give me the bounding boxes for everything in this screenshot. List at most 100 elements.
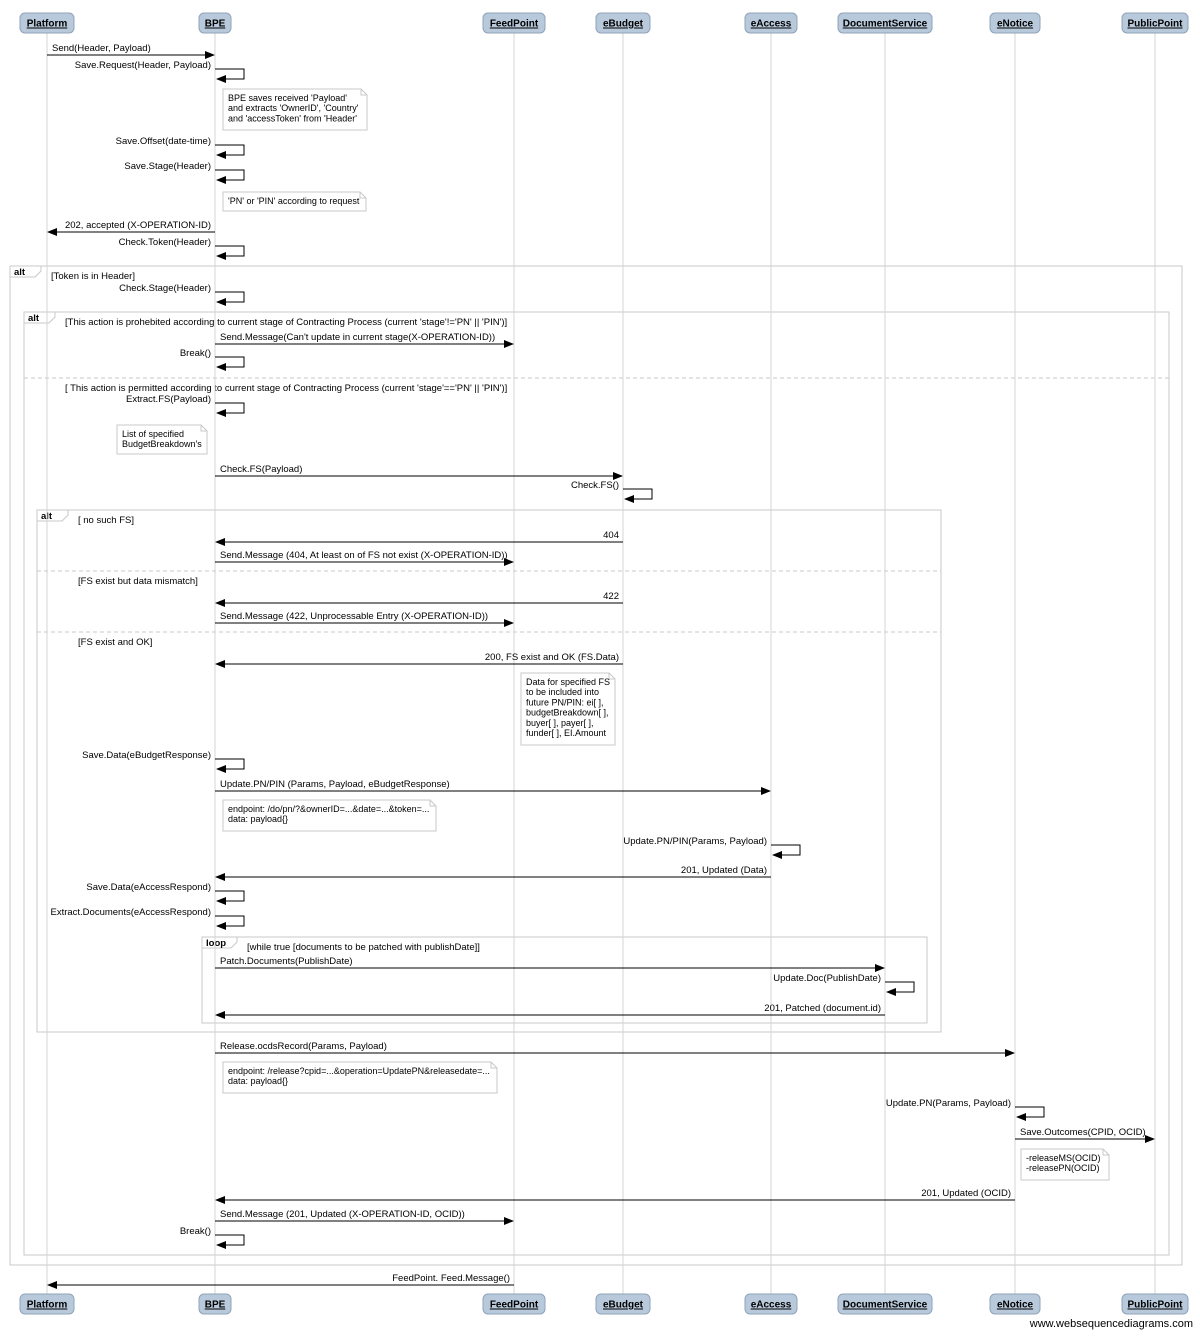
frame-border: [23, 311, 1170, 1256]
message-3: Save.Stage(Header): [124, 161, 245, 184]
message-label: Check.Token(Header): [119, 237, 211, 248]
self-message-arrow: [623, 488, 653, 503]
frame-border: [36, 509, 942, 1033]
self-message-arrow: [215, 890, 245, 905]
participant-docservice-top: DocumentService: [837, 12, 933, 34]
participant-publicpoint-bottom: PublicPoint: [1121, 1293, 1189, 1315]
message-32: FeedPoint. Feed.Message(): [47, 1273, 514, 1289]
message-label: Send.Message (422, Unprocessable Entry (…: [220, 611, 488, 622]
message-label: Update.PN(Params, Payload): [886, 1098, 1011, 1109]
frame-type-label: alt: [28, 313, 40, 324]
message-label: Patch.Documents(PublishDate): [220, 956, 353, 967]
note-line: endpoint: /release?cpid=...&operation=Up…: [228, 1066, 490, 1076]
participant-label: Platform: [27, 19, 68, 30]
participant-box: [837, 12, 933, 34]
participant-box: [595, 12, 651, 34]
participant-box: [989, 1293, 1041, 1315]
note-line: and extracts 'OwnerID', 'Country': [228, 103, 359, 113]
frame-condition: [while true [documents to be patched wit…: [247, 942, 480, 953]
message-5: Check.Token(Header): [119, 237, 245, 260]
frame-condition: [Token is in Header]: [51, 271, 135, 282]
message-22: Extract.Documents(eAccessRespond): [50, 907, 245, 930]
message-6: Check.Stage(Header): [119, 283, 245, 306]
participant-label: PublicPoint: [1128, 1300, 1184, 1311]
note-fold: [490, 1062, 497, 1069]
message-0: Send(Header, Payload): [47, 43, 215, 59]
participant-box: [198, 12, 232, 34]
note-5: endpoint: /release?cpid=...&operation=Up…: [222, 1061, 498, 1094]
frame-tag: [201, 936, 238, 949]
frame-tag: [36, 509, 69, 522]
footer-watermark: www.websequencediagrams.com: [1029, 1318, 1193, 1330]
participant-box: [482, 12, 546, 34]
message-label: Release.ocdsRecord(Params, Payload): [220, 1041, 387, 1052]
message-label: 422: [603, 591, 619, 602]
message-label: 201, Patched (document.id): [764, 1003, 881, 1014]
message-13: Send.Message (404, At least on of FS not…: [215, 550, 514, 566]
self-message-arrow: [215, 915, 245, 930]
participant-bpe-top: BPE: [198, 12, 232, 34]
self-message-arrow: [771, 844, 801, 859]
participant-label: eNotice: [997, 19, 1034, 30]
message-label: 404: [603, 530, 619, 541]
message-23: Patch.Documents(PublishDate): [215, 956, 885, 972]
participant-ebudget-top: eBudget: [595, 12, 651, 34]
message-18: Update.PN/PIN (Params, Payload, eBudgetR…: [215, 779, 771, 795]
participant-eaccess-bottom: eAccess: [744, 1293, 798, 1315]
message-19: Update.PN/PIN(Params, Payload): [623, 836, 801, 859]
participant-label: FeedPoint: [490, 1300, 539, 1311]
self-message-arrow: [885, 981, 915, 996]
frame-alt-2: alt[ no such FS][FS exist but data misma…: [36, 509, 942, 1033]
participant-box: [1121, 12, 1189, 34]
note-line: future PN/PIN: ei[ ],: [526, 697, 604, 707]
self-message-arrow: [1015, 1106, 1045, 1121]
participant-box: [837, 1293, 933, 1315]
note-box: [222, 1061, 498, 1094]
participant-label: Platform: [27, 1300, 68, 1311]
message-27: Update.PN(Params, Payload): [886, 1098, 1045, 1121]
message-label: Update.PN/PIN(Params, Payload): [623, 836, 767, 847]
message-24: Update.Doc(PublishDate): [773, 973, 915, 996]
note-line: BudgetBreakdown's: [122, 439, 202, 449]
message-label: 201, Updated (OCID): [921, 1188, 1011, 1199]
note-1: 'PN' or 'PIN' according to request: [222, 191, 367, 212]
participant-box: [198, 1293, 232, 1315]
note-fold: [359, 192, 366, 199]
participant-label: DocumentService: [843, 1300, 928, 1311]
participant-ebudget-bottom: eBudget: [595, 1293, 651, 1315]
participant-label: BPE: [205, 1300, 226, 1311]
frame-condition: [ This action is permitted according to …: [65, 383, 507, 394]
participant-label: eBudget: [603, 1300, 644, 1311]
note-box: [1020, 1148, 1110, 1181]
participant-box: [19, 1293, 75, 1315]
participant-enotice-top: eNotice: [989, 12, 1041, 34]
note-line: data: payload{}: [228, 814, 288, 824]
message-label: 200, FS exist and OK (FS.Data): [485, 652, 619, 663]
participant-platform-top: Platform: [19, 12, 75, 34]
note-0: BPE saves received 'Payload'and extracts…: [222, 88, 368, 131]
participant-platform-bottom: Platform: [19, 1293, 75, 1315]
note-line: -releaseMS(OCID): [1026, 1153, 1101, 1163]
participant-box: [744, 12, 798, 34]
participant-feedpoint-top: FeedPoint: [482, 12, 546, 34]
message-label: Check.Stage(Header): [119, 283, 211, 294]
message-label: Break(): [180, 1226, 211, 1237]
participant-label: BPE: [205, 19, 226, 30]
participant-eaccess-top: eAccess: [744, 12, 798, 34]
frame-loop-3: loop[while true [documents to be patched…: [201, 936, 928, 1024]
participant-feedpoint-bottom: FeedPoint: [482, 1293, 546, 1315]
note-line: List of specified: [122, 429, 184, 439]
frame-condition: [ no such FS]: [78, 515, 134, 526]
message-label: Send.Message (201, Updated (X-OPERATION-…: [220, 1209, 465, 1220]
note-fold: [429, 800, 436, 807]
note-box: [116, 424, 208, 455]
message-16: 200, FS exist and OK (FS.Data): [215, 652, 623, 668]
message-30: Send.Message (201, Updated (X-OPERATION-…: [215, 1209, 514, 1225]
note-6: -releaseMS(OCID)-releasePN(OCID): [1020, 1148, 1110, 1181]
message-7: Send.Message(Can't update in current sta…: [215, 332, 514, 348]
frame-type-label: alt: [14, 267, 26, 278]
self-message-arrow: [215, 758, 245, 773]
participant-label: FeedPoint: [490, 19, 539, 30]
